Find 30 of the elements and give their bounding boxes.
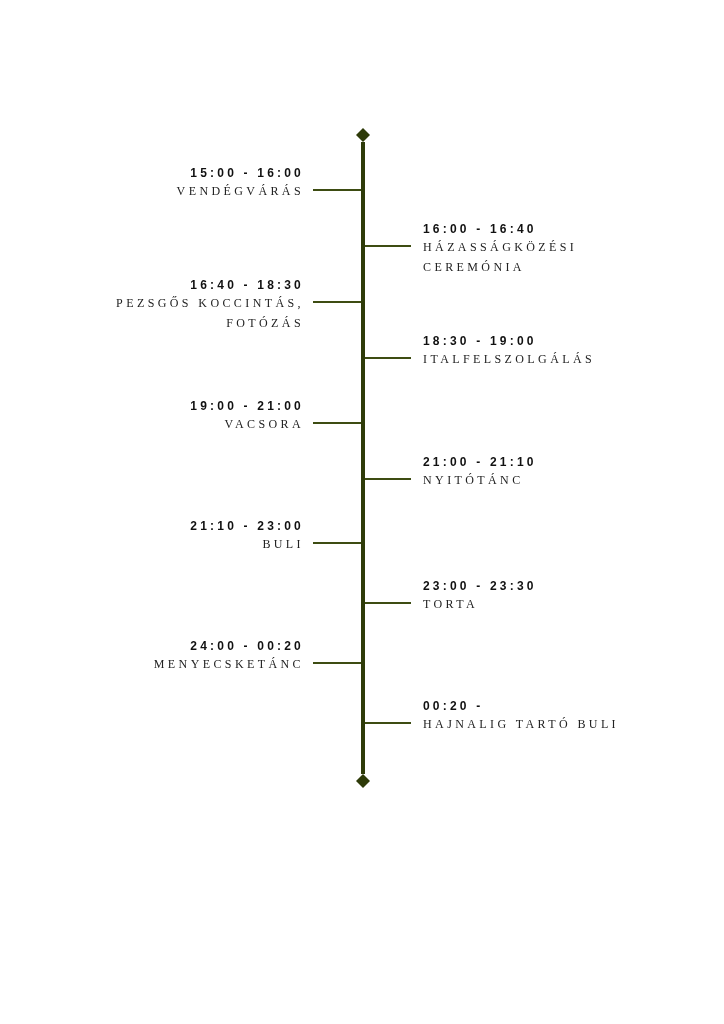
time-label: 23:00 - 23:30: [423, 578, 537, 594]
event-label: VENDÉGVÁRÁS: [176, 183, 304, 200]
leader-line: [312, 189, 362, 191]
leader-line: [364, 357, 412, 359]
time-label: 16:40 - 18:30: [190, 277, 304, 293]
leader-line: [312, 662, 362, 664]
event-label: NYITÓTÁNC: [423, 472, 524, 489]
time-label: 16:00 - 16:40: [423, 221, 537, 237]
leader-line: [312, 422, 362, 424]
time-label: 24:00 - 00:20: [190, 638, 304, 654]
event-label: VACSORA: [224, 416, 304, 433]
time-label: 21:10 - 23:00: [190, 518, 304, 534]
time-label: 15:00 - 16:00: [190, 165, 304, 181]
leader-line: [364, 602, 412, 604]
leader-line: [364, 722, 412, 724]
event-label: HÁZASSÁGKÖZÉSI CEREMÓNIA: [423, 239, 579, 276]
event-label: BULI: [262, 536, 304, 553]
event-label: PEZSGŐS KOCCINTÁS, FOTÓZÁS: [115, 295, 304, 332]
leader-line: [364, 478, 412, 480]
leader-line: [312, 301, 362, 303]
time-label: 00:20 -: [423, 698, 484, 714]
leader-line: [312, 542, 362, 544]
time-label: 21:00 - 21:10: [423, 454, 537, 470]
event-label: TORTA: [423, 596, 479, 613]
event-label: HAJNALIG TARTÓ BULI: [423, 716, 620, 733]
time-label: 19:00 - 21:00: [190, 398, 304, 414]
event-label: MENYECSKETÁNC: [153, 656, 304, 673]
leader-line: [364, 245, 412, 247]
event-label: ITALFELSZOLGÁLÁS: [423, 351, 596, 368]
time-label: 18:30 - 19:00: [423, 333, 537, 349]
